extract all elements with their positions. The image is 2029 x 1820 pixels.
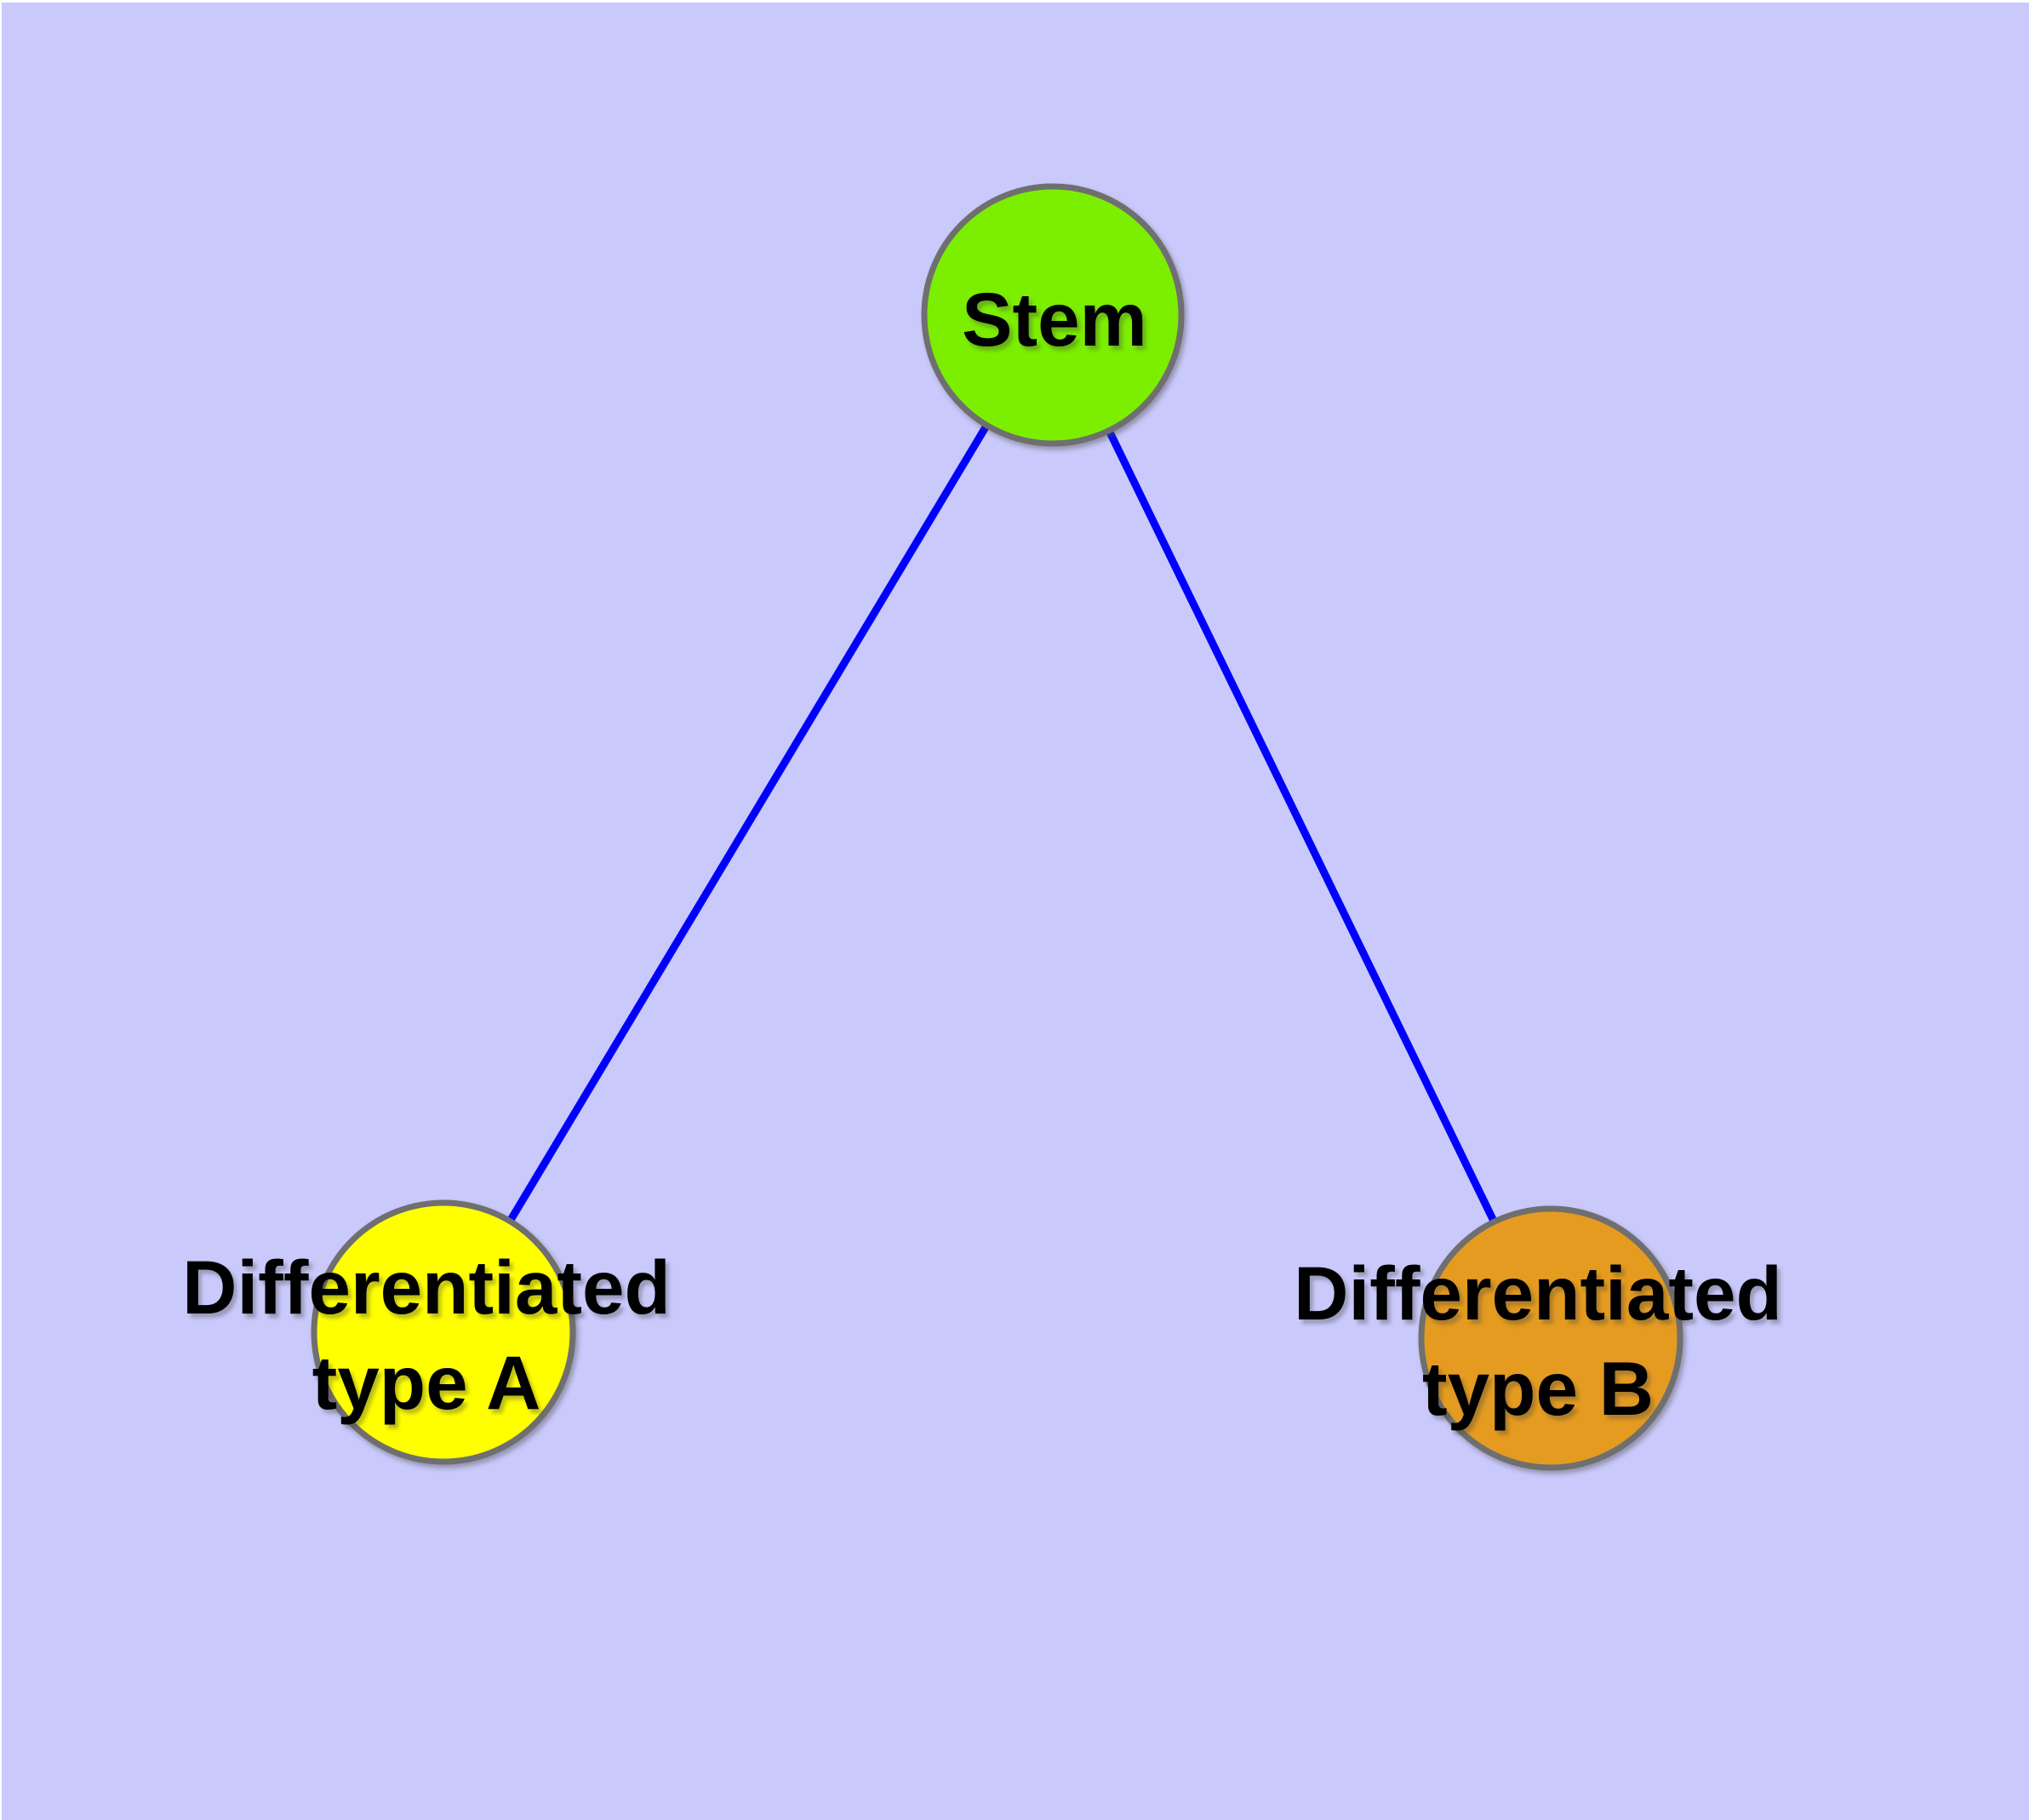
node-stem xyxy=(921,183,1185,447)
edge-stem-to-differentiated-type-a xyxy=(440,312,1056,1335)
node-label-differentiated-type-a: Differentiated type A xyxy=(182,1239,671,1430)
node-differentiated-type-a xyxy=(311,1199,576,1465)
node-label-text: Differentiated xyxy=(1294,1251,1782,1336)
node-label-text: Differentiated xyxy=(182,1245,671,1330)
node-label-text: type B xyxy=(1421,1346,1654,1431)
node-label-text: Stem xyxy=(962,277,1147,362)
node-label-stem: Stem xyxy=(962,272,1147,367)
edge-stem-to-differentiated-type-b xyxy=(1049,313,1555,1340)
node-differentiated-type-b xyxy=(1418,1205,1683,1471)
node-label-text: type A xyxy=(311,1340,541,1425)
node-label-differentiated-type-b: Differentiated type B xyxy=(1294,1245,1782,1436)
